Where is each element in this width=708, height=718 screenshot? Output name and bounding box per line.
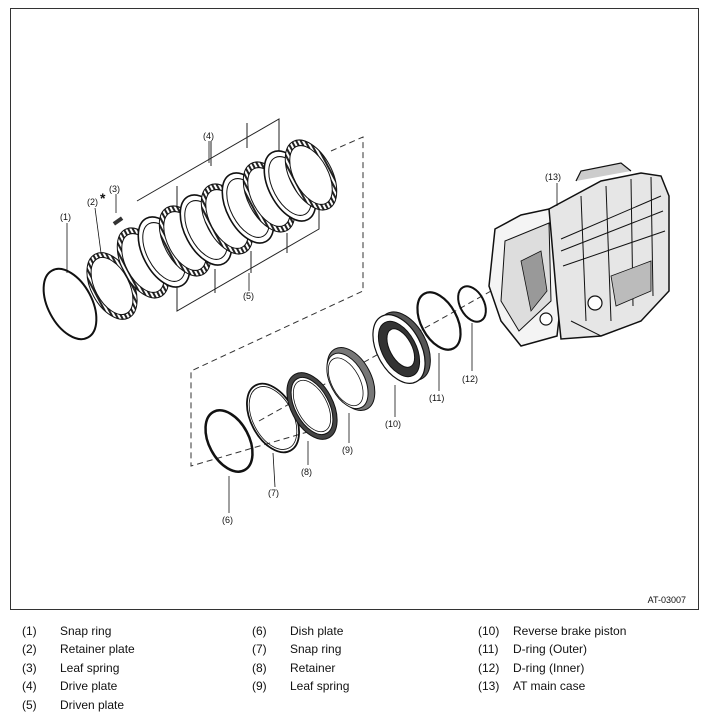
reverse-brake-piston bbox=[372, 311, 431, 384]
legend-item: (10) Reverse brake piston bbox=[478, 622, 626, 640]
legend-label: Retainer bbox=[290, 660, 336, 675]
legend-label: D-ring (Inner) bbox=[513, 660, 585, 675]
legend-number: (5) bbox=[22, 697, 37, 712]
callout-7: (7) bbox=[268, 488, 279, 498]
legend-label: Snap ring bbox=[60, 624, 112, 638]
figure-code: AT-03007 bbox=[647, 595, 686, 605]
d-ring-inner bbox=[457, 285, 487, 323]
legend-item: (3) Leaf spring bbox=[22, 659, 135, 677]
legend-column-3: (10) Reverse brake piston (11) D-ring (Out… bbox=[478, 622, 626, 696]
legend-item: (13) AT main case bbox=[478, 677, 626, 695]
leaf-spring-large bbox=[326, 347, 376, 411]
legend-number: (13) bbox=[478, 679, 500, 694]
drive-plate bbox=[284, 139, 338, 211]
legend-number: (4) bbox=[22, 679, 37, 694]
retainer bbox=[286, 372, 338, 440]
dish-plate bbox=[204, 409, 254, 473]
legend-item: (2) Retainer plate bbox=[22, 640, 135, 658]
callout-2: (2) bbox=[87, 197, 98, 207]
legend-column-1: (1) Snap ring (2) Retainer plate (3) Leaf s… bbox=[22, 622, 135, 714]
legend-number: (3) bbox=[22, 660, 37, 675]
legend-number: (9) bbox=[252, 679, 267, 694]
callout-3: (3) bbox=[109, 184, 120, 194]
legend-item: (1) Snap ring bbox=[22, 622, 135, 640]
legend-label: Retainer plate bbox=[60, 642, 135, 657]
legend-number: (10) bbox=[478, 624, 500, 638]
legend-item: (5) Driven plate bbox=[22, 696, 135, 714]
diagram-frame: (1) (2) * (3) (4) (5) (6) (7) (8) (9) (1… bbox=[10, 8, 699, 610]
legend-label: Dish plate bbox=[290, 624, 344, 638]
legend-number: (7) bbox=[252, 642, 267, 657]
legend-item: (4) Drive plate bbox=[22, 677, 135, 695]
legend-number: (2) bbox=[22, 642, 37, 657]
legend-label: Drive plate bbox=[60, 679, 118, 694]
callout-8: (8) bbox=[301, 467, 312, 477]
legend-column-2: (6) Dish plate (7) Snap ring (8) Retainer (… bbox=[252, 622, 349, 696]
legend-label: Driven plate bbox=[60, 697, 125, 712]
legend-label: D-ring (Outer) bbox=[513, 642, 588, 657]
legend-number: (12) bbox=[478, 660, 500, 675]
legend-item: (9) Leaf spring bbox=[252, 677, 349, 695]
callout-6: (6) bbox=[222, 515, 233, 525]
callout-2-asterisk: * bbox=[100, 190, 106, 206]
snap-ring-1 bbox=[42, 267, 98, 341]
legend-label: Reverse brake piston bbox=[513, 624, 627, 638]
legend-number: (8) bbox=[252, 660, 267, 675]
legend-number: (6) bbox=[252, 624, 267, 638]
legend-label: Leaf spring bbox=[290, 679, 350, 694]
plate-stack bbox=[116, 139, 338, 299]
callout-1: (1) bbox=[60, 212, 71, 222]
legend-item: (11) D-ring (Outer) bbox=[478, 640, 626, 658]
legend-item: (6) Dish plate bbox=[252, 622, 349, 640]
callout-12: (12) bbox=[462, 374, 478, 384]
callout-4: (4) bbox=[203, 131, 214, 141]
at-main-case bbox=[488, 162, 670, 347]
leader-lines bbox=[66, 141, 558, 513]
legend-item: (7) Snap ring bbox=[252, 640, 349, 658]
callout-11: (11) bbox=[429, 393, 444, 403]
callout-13: (13) bbox=[545, 172, 561, 182]
legend-number: (1) bbox=[22, 624, 37, 638]
legend-label: AT main case bbox=[513, 679, 586, 694]
leaf-spring-small bbox=[112, 216, 124, 226]
exploded-diagram: (1) (2) * (3) (4) (5) (6) (7) (8) (9) (1… bbox=[42, 118, 670, 525]
legend-label: Leaf spring bbox=[60, 660, 120, 675]
legend-number: (11) bbox=[478, 642, 499, 657]
legend-label: Snap ring bbox=[290, 642, 342, 657]
callout-9: (9) bbox=[342, 445, 353, 455]
callout-5: (5) bbox=[243, 291, 254, 301]
callout-10: (10) bbox=[385, 419, 401, 429]
legend-item: (12) D-ring (Inner) bbox=[478, 659, 626, 677]
d-ring-outer bbox=[416, 291, 462, 351]
legend-item: (8) Retainer bbox=[252, 659, 349, 677]
